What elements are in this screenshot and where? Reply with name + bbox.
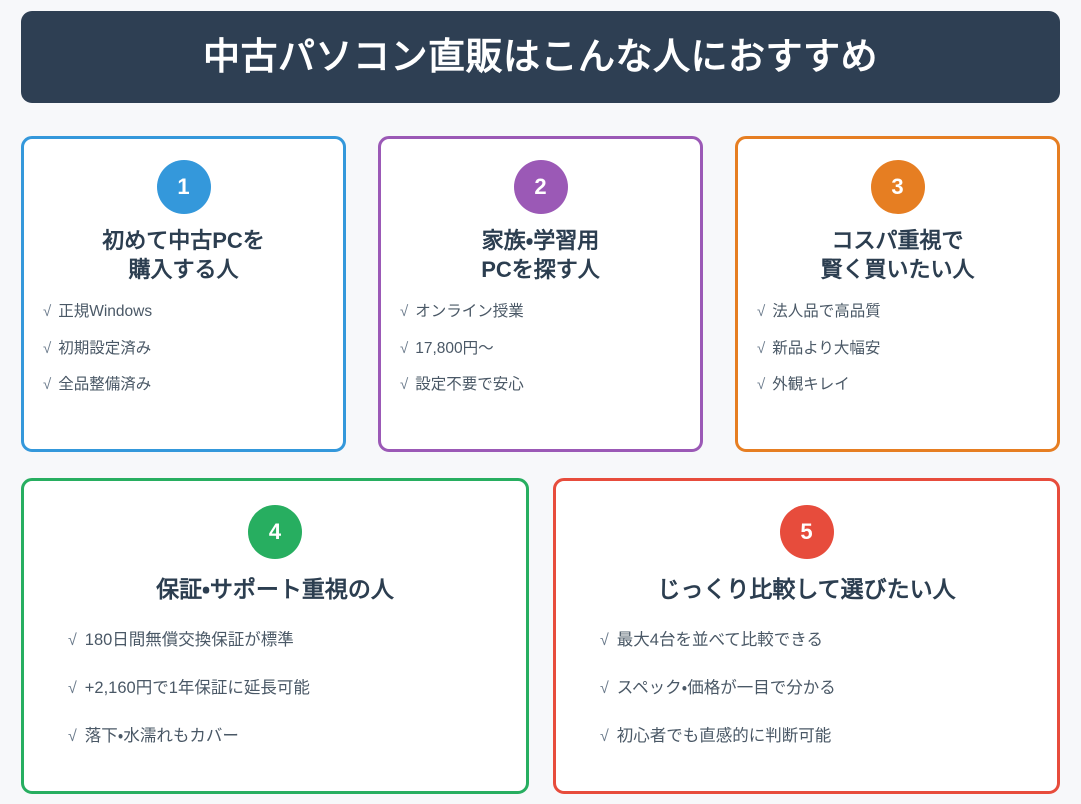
card-2-feature-list: √ オンライン授業 √ 17,800円〜 √ 設定不要で安心 bbox=[381, 304, 700, 414]
check-icon: √ bbox=[68, 680, 77, 698]
list-item-label: スペック・価格が一目で分かる bbox=[616, 679, 836, 698]
check-icon: √ bbox=[600, 680, 609, 698]
check-icon: √ bbox=[68, 632, 77, 650]
list-item: √ 初期設定済み bbox=[43, 341, 343, 357]
check-icon: √ bbox=[400, 339, 409, 357]
check-icon: √ bbox=[400, 303, 409, 321]
list-item-label: +2,160円で1年保証に延長可能 bbox=[84, 679, 310, 698]
card-3-title: コスパ重視で 賢く買いたい人 bbox=[820, 226, 974, 284]
card-3-feature-list: √ 法人品で高品質 √ 新品より大幅安 √ 外観キレイ bbox=[738, 304, 1057, 414]
card-4-feature-list: √ 180日間無償交換保証が標準 √ +2,160円で1年保証に延長可能 √ 落… bbox=[24, 632, 526, 776]
list-item-label: 設定不要で安心 bbox=[415, 376, 524, 394]
card-5-title: じっくり比較して選びたい人 bbox=[657, 576, 956, 602]
card-1: 1 初めて中古PCを 購入する人 √ 正規Windows √ 初期設定済み √ … bbox=[21, 136, 346, 452]
card-2-title-line2: PCを探す人 bbox=[481, 257, 600, 283]
card-3-title-line1: コスパ重視で bbox=[831, 228, 964, 253]
list-item: √ 全品整備済み bbox=[43, 377, 343, 393]
list-item: √ +2,160円で1年保証に延長可能 bbox=[68, 680, 526, 697]
card-1-title: 初めて中古PCを 購入する人 bbox=[102, 226, 265, 284]
card-1-feature-list: √ 正規Windows √ 初期設定済み √ 全品整備済み bbox=[24, 304, 343, 414]
list-item-label: 初心者でも直感的に判断可能 bbox=[616, 727, 832, 746]
list-item-label: 新品より大幅安 bbox=[772, 339, 881, 357]
card-2-title: 家族・学習用 PCを探す人 bbox=[481, 226, 600, 284]
card-5-feature-list: √ 最大4台を並べて比較できる √ スペック・価格が一目で分かる √ 初心者でも… bbox=[556, 632, 1057, 776]
card-3-number-badge: 3 bbox=[870, 160, 925, 214]
card-2-title-line1: 家族・学習用 bbox=[481, 228, 600, 253]
check-icon: √ bbox=[43, 376, 52, 394]
list-item: √ 初心者でも直感的に判断可能 bbox=[600, 728, 1057, 745]
check-icon: √ bbox=[757, 339, 766, 357]
list-item: √ 外観キレイ bbox=[757, 377, 1057, 393]
list-item: √ スペック・価格が一目で分かる bbox=[600, 680, 1057, 697]
card-1-number-badge: 1 bbox=[156, 160, 211, 214]
list-item-label: 外観キレイ bbox=[772, 376, 850, 394]
list-item-label: 180日間無償交換保証が標準 bbox=[84, 631, 294, 650]
card-4-title: 保証・サポート重視の人 bbox=[156, 576, 394, 602]
check-icon: √ bbox=[757, 303, 766, 321]
page-title: 中古パソコン直販はこんな人におすすめ bbox=[203, 35, 878, 77]
list-item: √ 落下・水濡れもカバー bbox=[68, 728, 526, 745]
list-item: √ 180日間無償交換保証が標準 bbox=[68, 632, 526, 649]
check-icon: √ bbox=[68, 728, 77, 746]
list-item-label: 正規Windows bbox=[58, 303, 153, 321]
list-item: √ 設定不要で安心 bbox=[400, 377, 700, 393]
list-item: √ 17,800円〜 bbox=[400, 341, 700, 357]
card-3: 3 コスパ重視で 賢く買いたい人 √ 法人品で高品質 √ 新品より大幅安 √ 外… bbox=[735, 136, 1060, 452]
card-3-title-line2: 賢く買いたい人 bbox=[820, 257, 975, 283]
header-banner: 中古パソコン直販はこんな人におすすめ bbox=[21, 11, 1060, 103]
check-icon: √ bbox=[757, 376, 766, 394]
check-icon: √ bbox=[43, 339, 52, 357]
list-item: √ 正規Windows bbox=[43, 304, 343, 320]
card-2: 2 家族・学習用 PCを探す人 √ オンライン授業 √ 17,800円〜 √ 設… bbox=[378, 136, 703, 452]
list-item-label: 全品整備済み bbox=[58, 376, 152, 394]
list-item-label: オンライン授業 bbox=[415, 303, 524, 321]
check-icon: √ bbox=[43, 303, 52, 321]
check-icon: √ bbox=[600, 632, 609, 650]
list-item-label: 法人品で高品質 bbox=[772, 303, 881, 321]
check-icon: √ bbox=[400, 376, 409, 394]
card-5: 5 じっくり比較して選びたい人 √ 最大4台を並べて比較できる √ スペック・価… bbox=[553, 478, 1060, 794]
card-1-title-line2: 購入する人 bbox=[128, 257, 239, 283]
list-item: √ 最大4台を並べて比較できる bbox=[600, 632, 1057, 649]
card-4: 4 保証・サポート重視の人 √ 180日間無償交換保証が標準 √ +2,160円… bbox=[21, 478, 529, 794]
list-item-label: 最大4台を並べて比較できる bbox=[616, 631, 823, 650]
list-item-label: 落下・水濡れもカバー bbox=[84, 727, 239, 746]
check-icon: √ bbox=[600, 728, 609, 746]
list-item: √ オンライン授業 bbox=[400, 304, 700, 320]
card-2-number-badge: 2 bbox=[513, 160, 568, 214]
card-4-number-badge: 4 bbox=[248, 505, 302, 559]
list-item: √ 法人品で高品質 bbox=[757, 304, 1057, 320]
list-item-label: 初期設定済み bbox=[58, 339, 152, 357]
list-item: √ 新品より大幅安 bbox=[757, 341, 1057, 357]
card-5-number-badge: 5 bbox=[779, 505, 834, 559]
list-item-label: 17,800円〜 bbox=[415, 339, 494, 357]
card-1-title-line1: 初めて中古PCを bbox=[102, 228, 265, 253]
